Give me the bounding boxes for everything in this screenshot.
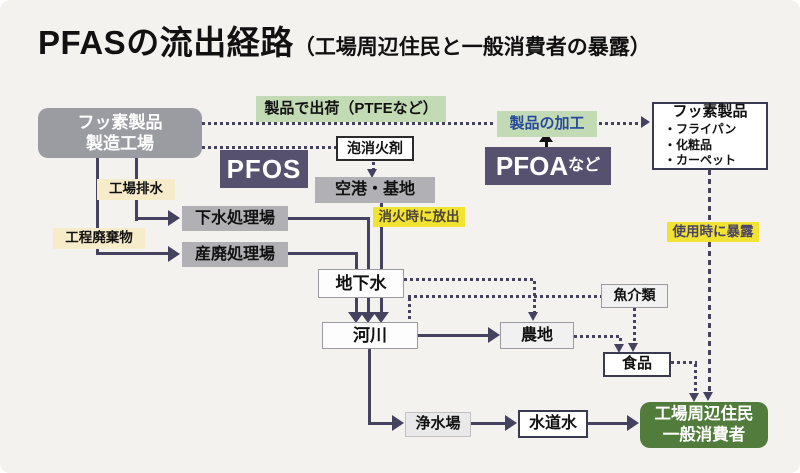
products-item: ・カーペット xyxy=(664,153,737,168)
line-airport-to-river xyxy=(380,203,383,314)
line-to-industrial xyxy=(96,252,170,255)
arrowhead xyxy=(373,312,389,323)
label-exposure-during-use: 使用時に暴露 xyxy=(667,222,759,242)
title-sub: （工場周辺住民と一般消費者の暴露） xyxy=(293,36,651,59)
node-seafood: 魚介類 xyxy=(601,284,668,308)
dotted-farmland-right xyxy=(574,335,622,338)
node-residents-consumers: 工場周辺住民 一般消費者 xyxy=(640,402,768,448)
factory-label-line2: 製造工場 xyxy=(86,134,154,153)
node-sewage-plant: 下水処理場 xyxy=(182,206,288,231)
products-item: ・フライパン xyxy=(664,121,737,136)
arrowhead xyxy=(689,393,699,402)
arrowhead xyxy=(505,415,517,431)
node-fluorine-factory: フッ素製品 製造工場 xyxy=(38,108,202,158)
dotted-factory-to-foam xyxy=(202,146,336,149)
dotted-foam-to-airport xyxy=(372,162,375,170)
line-river-down xyxy=(368,349,371,425)
arrowhead xyxy=(641,116,650,128)
page-title: PFASの流出経路（工場周辺住民と一般消費者の暴露） xyxy=(38,16,651,64)
products-title: フッ素製品 xyxy=(672,103,748,121)
arrowhead xyxy=(528,312,538,321)
dotted-river-up xyxy=(408,298,411,322)
label-process-waste: 工程廃棄物 xyxy=(53,228,145,249)
node-food: 食品 xyxy=(603,352,671,377)
node-groundwater: 地下水 xyxy=(318,269,404,298)
line-factory-down-left xyxy=(96,158,99,255)
arrowhead xyxy=(703,392,713,401)
dashed-products-to-residents xyxy=(708,170,711,393)
line-industrial-right xyxy=(288,252,358,255)
arrowhead xyxy=(614,344,624,353)
dotted-seafood-to-food xyxy=(633,308,636,344)
line-to-sewage xyxy=(135,217,170,220)
dotted-factory-to-processing xyxy=(202,122,495,125)
label-discharge-on-firefighting: 消火時に放出 xyxy=(373,207,465,227)
pfoa-main: PFOA xyxy=(495,150,569,181)
line-tapwater-to-residents xyxy=(588,422,629,425)
dotted-processing-to-products xyxy=(599,122,641,125)
node-river: 河川 xyxy=(322,322,418,349)
pfoa-suffix: など xyxy=(568,157,601,174)
dotted-food-right xyxy=(671,361,697,364)
dotted-river-to-seafood xyxy=(408,295,601,298)
factory-label-line1: フッ素製品 xyxy=(77,112,163,132)
arrowhead xyxy=(392,415,404,431)
arrowhead xyxy=(360,312,376,323)
label-product-processing: 製品の加工 xyxy=(497,111,597,137)
dotted-groundwater-right xyxy=(404,278,535,281)
arrowhead xyxy=(168,246,180,262)
line-sewage-to-river xyxy=(367,217,370,314)
products-item: ・化粧品 xyxy=(664,137,713,152)
line-purification-to-tapwater xyxy=(471,422,507,425)
arrowhead xyxy=(539,132,553,142)
residents-line2: 一般消費者 xyxy=(662,426,746,444)
dotted-to-food-left xyxy=(619,338,622,345)
node-foam-extinguisher: 泡消火剤 xyxy=(336,136,414,161)
node-airport-base: 空港・基地 xyxy=(315,177,435,203)
line-to-purification xyxy=(368,422,394,425)
arrowhead xyxy=(367,169,377,178)
label-shipped-as-products: 製品で出荷（PTFEなど） xyxy=(256,96,446,122)
line-pfoa-up xyxy=(545,141,548,148)
arrowhead xyxy=(628,343,638,352)
residents-line1: 工場周辺住民 xyxy=(654,405,754,424)
arrowhead xyxy=(627,415,639,431)
node-farmland: 農地 xyxy=(500,322,574,349)
title-main: PFASの流出経路 xyxy=(38,24,294,61)
node-pfos: PFOS xyxy=(220,150,308,188)
dotted-food-to-residents xyxy=(694,364,697,394)
node-purification-plant: 浄水場 xyxy=(405,412,471,437)
node-tap-water: 水道水 xyxy=(518,410,588,438)
node-fluorine-products: フッ素製品 ・フライパン ・化粧品 ・カーペット xyxy=(652,102,768,170)
line-sewage-right xyxy=(288,217,370,220)
arrowhead xyxy=(348,312,364,323)
label-factory-wastewater: 工場排水 xyxy=(97,179,175,200)
line-river-to-farmland xyxy=(418,334,490,337)
arrowhead xyxy=(488,327,500,343)
node-industrial-waste-plant: 産廃処理場 xyxy=(182,242,288,267)
arrowhead xyxy=(168,210,180,226)
